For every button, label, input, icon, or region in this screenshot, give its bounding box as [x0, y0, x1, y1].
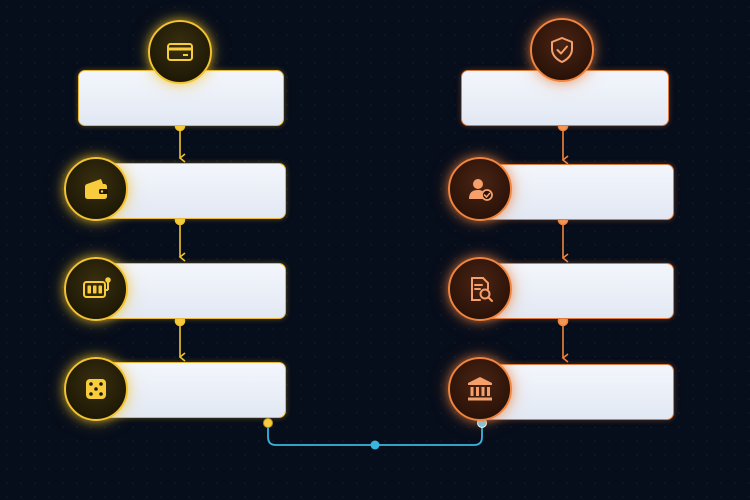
- left-step-3-box: [98, 362, 286, 418]
- left-step-2-box: [98, 263, 286, 319]
- dice-icon: [64, 357, 128, 421]
- bridge-dot-mid: [370, 440, 380, 450]
- left-step-1-box: [98, 163, 286, 219]
- bridge-connector: [263, 418, 487, 450]
- right-step-1-box: [482, 164, 674, 220]
- shield-check-icon: [530, 18, 594, 82]
- slot-machine-icon: [64, 257, 128, 321]
- left-connectors: [174, 120, 186, 362]
- bank-icon: [448, 357, 512, 421]
- document-search-icon: [448, 257, 512, 321]
- right-connectors: [557, 120, 569, 363]
- bridge-dot-left: [263, 418, 273, 428]
- credit-card-icon: [148, 20, 212, 84]
- right-step-3-box: [482, 364, 674, 420]
- verified-user-icon: [448, 157, 512, 221]
- right-step-2-box: [482, 263, 674, 319]
- wallet-icon: [64, 157, 128, 221]
